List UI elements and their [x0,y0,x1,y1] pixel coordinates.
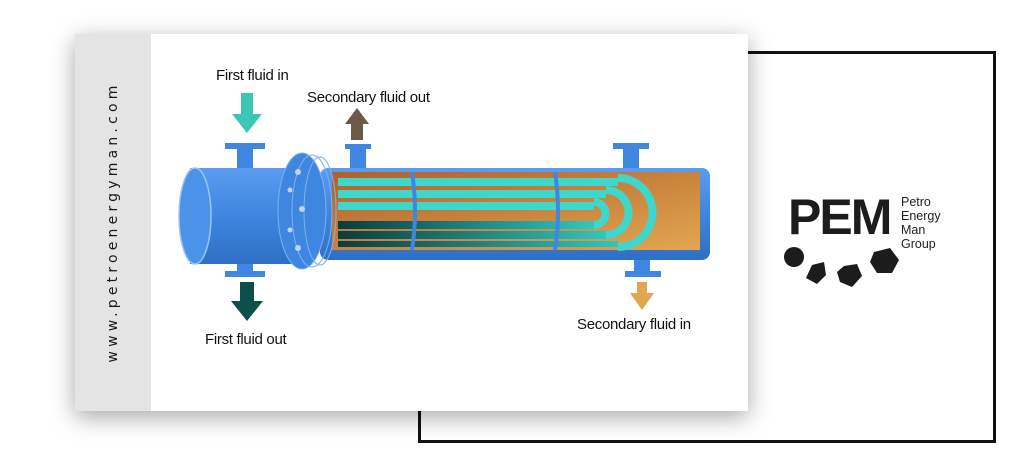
first-fluid-out-label: First fluid out [205,331,287,348]
secondary-fluid-in-arrow [630,282,654,310]
logo-mark: PEM [788,189,892,245]
secondary-fluid-out-arrow [345,108,369,140]
baffles [410,171,560,251]
secondary-fluid-in-label: Secondary fluid in [577,316,691,333]
first-fluid-out-arrow [231,282,263,321]
logo-subtitle: Petro Energy Man Group [901,195,941,251]
logo-line-3: Man Group [901,223,936,251]
logo-line-2: Energy [901,209,941,223]
tube-bundle [338,174,657,251]
logo-line-1: Petro [901,195,931,209]
secondary-fluid-out-label: Secondary fluid out [307,89,430,106]
first-fluid-in-arrow [232,93,262,133]
flange [277,152,337,270]
first-fluid-in-label: First fluid in [216,67,289,84]
logo-hexagons-icon [784,247,899,287]
head-opening [178,167,212,265]
website-strip: www.petroenergyman.com [75,34,151,411]
